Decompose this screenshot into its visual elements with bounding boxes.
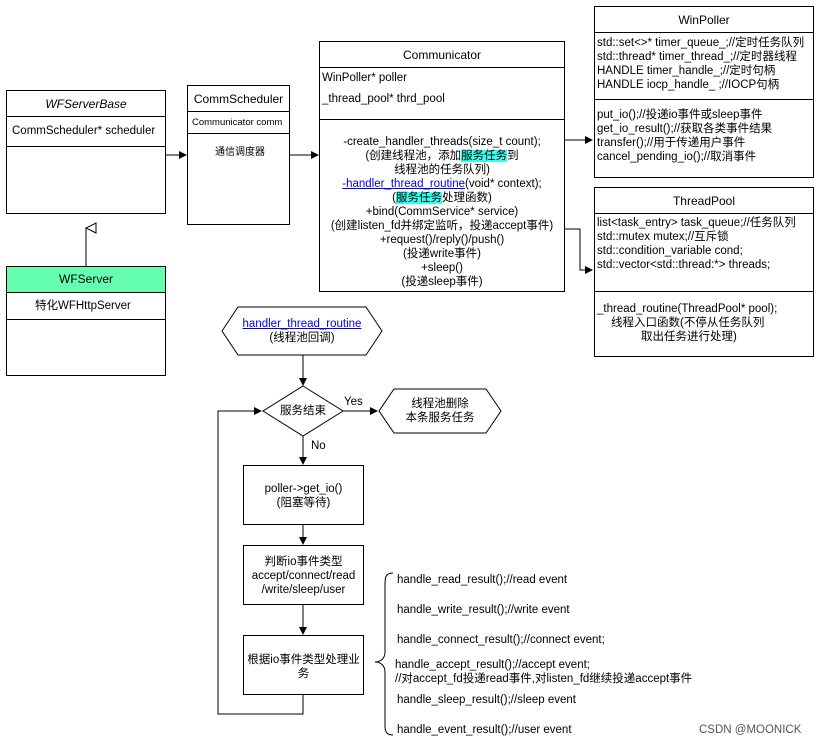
threadpool-method: _thread_routine(ThreadPool* pool); [597,303,778,315]
step-handle-line1: 根据io事件类型处理业 [247,654,360,666]
handler-event: handle_event_result();//user event [397,724,572,736]
communicator-field: WinPoller* poller [322,72,408,84]
communicator-method: -create_handler_threads(size_t count); [343,136,541,148]
winpoller-field: std::thread* timer_thread_;//定时器线程 [597,51,798,63]
wfserverbase-class[interactable]: WFServerBase CommScheduler* scheduler [6,90,166,214]
wfserver-field: 特化WFHttpServer [35,300,131,312]
communicator-method: +bind(CommService* service) [365,206,519,218]
start-routine-subtitle: (线程池回调) [269,332,335,344]
handler-write: handle_write_result();//write event [397,604,570,616]
handler-read: handle_read_result();//read event [397,574,568,586]
communicator-field: _thread_pool* thrd_pool [322,93,445,105]
communicator-title: Communicator [402,48,482,62]
winpoller-field: HANDLE timer_handle_;//定时句柄 [597,65,776,77]
handler-accept: handle_accept_result();//accept event; [395,659,590,671]
arrow-communicator-to-threadpool [565,228,593,274]
highlight-service-task: 服务任务 [396,192,442,204]
handler-accept-note: //对accept_fd投递read事件,对listen_fd继续投递accep… [395,673,693,685]
threadpool-method-desc: 线程入口函数(不停从任务队列 [611,317,765,329]
communicator-method-desc: (创建listen_fd并绑定监听，投递accept事件) [330,220,554,232]
handler-brace [374,572,394,736]
no-label: No [311,440,326,452]
step-judge-io-type[interactable]: 判断io事件类型 accept/connect/read /write/slee… [243,545,364,605]
threadpool-field: std::vector<std::thread:*> threads; [597,259,771,271]
step-get-io-line1: poller->get_io() [264,483,343,495]
communicator-method: +sleep() [421,262,463,274]
winpoller-method: transfer();//用于传递用户事件 [597,137,746,149]
handler-sleep: handle_sleep_result();//sleep event [397,694,577,706]
threadpool-class[interactable]: ThreadPool list<task_entry> task_queue;/… [594,187,814,357]
threadpool-method-desc: 取出任务进行处理) [641,331,737,343]
step-handle-line2: 务 [297,668,310,680]
communicator-method-desc: (服务任务处理函数) [392,192,492,204]
highlight-service-task: 服务任务 [461,150,508,162]
step-handle-business[interactable]: 根据io事件类型处理业 务 [243,635,364,695]
start-hexagon [221,306,383,356]
winpoller-method: put_io();//投递io事件或sleep事件 [597,109,763,121]
communicator-method: -handler_thread_routine(void* context); [342,178,542,190]
wfserver-class[interactable]: WFServer 特化WFHttpServer [6,266,166,376]
threadpool-title: ThreadPool [672,194,736,208]
handler-connect: handle_connect_result();//connect event; [397,634,605,646]
wfserver-header [7,267,165,293]
winpoller-method: get_io_result();//获取各类事件结果 [597,123,773,135]
communicator-method-desc: (投递sleep事件) [401,276,483,288]
wfserver-title: WFServer [59,272,113,286]
watermark: CSDN @MOONICK [699,724,802,736]
winpoller-field: HANDLE iocp_handle_ ;//IOCP句柄 [597,79,780,91]
threadpool-field: std::mutex mutex;//互斥锁 [597,231,729,243]
step-get-io-line2: (阻塞等待) [276,497,331,509]
communicator-class[interactable]: Communicator WinPoller* poller _thread_p… [319,41,565,292]
step-judge-line2: accept/connect/read [251,570,356,582]
step-judge-line1: 判断io事件类型 [264,556,343,568]
decision-label: 服务结束 [280,405,326,417]
step-judge-line3: /write/sleep/user [261,584,346,596]
end-label-line2: 本条服务任务 [405,412,475,424]
commscheduler-field: Communicator comm [192,117,283,128]
wfserverbase-field: CommScheduler* scheduler [12,125,156,137]
winpoller-field: std::set<>* timer_queue_;//定时任务队列 [597,37,805,49]
end-hexagon [378,388,502,434]
end-label-line1: 线程池删除 [411,398,469,410]
step-get-io[interactable]: poller->get_io() (阻塞等待) [243,465,364,525]
communicator-method-desc: (创建线程池，添加服务任务到 [365,150,519,162]
winpoller-title: WinPoller [678,13,730,27]
winpoller-method: cancel_pending_io();//取消事件 [597,151,757,163]
yes-label: Yes [344,396,363,408]
commscheduler-desc: 通信调度器 [215,147,265,158]
start-routine-link[interactable]: handler_thread_routine [242,318,362,330]
threadpool-field: list<task_entry> task_queue;//任务队列 [597,217,796,229]
communicator-method: +request()/reply()/push() [379,234,505,246]
communicator-method-desc: 线程池的任务队列) [394,164,490,176]
threadpool-field: std::condition_variable cond; [597,245,743,257]
communicator-method-desc: (投递write事件) [403,248,481,260]
loop-back-arrow [217,407,304,715]
handler-thread-routine-link[interactable]: -handler_thread_routine [342,178,466,190]
wfserverbase-title: WFServerBase [45,97,127,111]
commscheduler-class[interactable]: CommScheduler Communicator comm 通信调度器 [187,85,290,225]
winpoller-class[interactable]: WinPoller std::set<>* timer_queue_;//定时任… [594,6,814,178]
commscheduler-title: CommScheduler [193,92,284,106]
